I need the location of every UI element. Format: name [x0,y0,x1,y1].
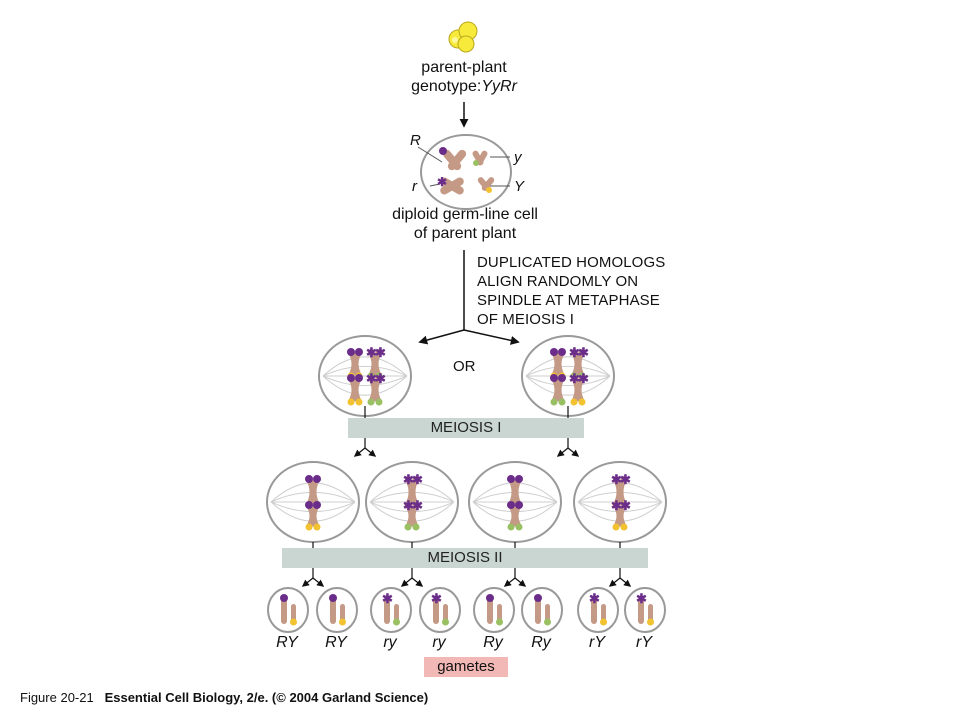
allele-label-y: y [514,149,522,166]
daughter-cell: ✱✱✱✱ [365,461,459,543]
pea-icon [448,21,478,53]
svg-text:✱: ✱ [412,498,423,513]
meiosis-ii-bar: MEIOSIS II [282,548,648,568]
svg-text:✱: ✱ [437,175,447,189]
gamete-genotype-5: Ry [483,634,503,651]
chromosome-icon: ✱✱ [611,498,631,531]
gamete-cell [473,587,515,633]
daughter-cell: ✱✱✱✱ [573,461,667,543]
parent-plant-label: parent-plant genotype:YyRr [374,58,554,96]
chromosome-icon [305,501,321,531]
chromosome-icon [550,374,566,406]
germ-line-cell: ✱ [417,134,512,210]
gamete-cell: ✱ [577,587,619,633]
genotype-value: YyRr [481,78,517,95]
chromosome-icon: ✱✱ [366,371,386,406]
figure-caption: Figure 20-21 Essential Cell Biology, 2/e… [20,690,428,705]
svg-text:✱: ✱ [589,591,600,606]
gamete-genotype-4: ry [432,634,446,651]
figure-title: Essential Cell Biology, 2/e. (© 2004 Gar… [104,690,429,705]
svg-text:✱: ✱ [620,498,631,513]
alignment-line-3: SPINDLE AT METAPHASE [477,292,660,309]
svg-text:✱: ✱ [375,371,386,386]
svg-text:✱: ✱ [636,591,647,606]
daughter-cell [468,461,562,543]
svg-text:✱: ✱ [375,345,386,360]
gametes-label: gametes [424,657,508,677]
gamete-genotype-1: RY [276,634,298,651]
gamete-cell [521,587,563,633]
gamete-genotype-7: rY [589,634,605,651]
gamete-cell: ✱ [419,587,461,633]
metaphase-cell: ✱✱✱✱ [521,335,615,417]
chromosome-icon [507,501,523,531]
svg-text:✱: ✱ [366,371,377,386]
svg-text:✱: ✱ [611,472,622,487]
svg-text:✱: ✱ [578,371,589,386]
svg-text:✱: ✱ [569,371,580,386]
svg-text:✱: ✱ [569,345,580,360]
parent-plant-line1: parent-plant [421,59,507,76]
svg-text:✱: ✱ [403,498,414,513]
or-label: OR [453,358,476,375]
svg-text:✱: ✱ [611,498,622,513]
svg-text:✱: ✱ [431,591,442,606]
svg-text:✱: ✱ [578,345,589,360]
gamete-cell: ✱ [624,587,666,633]
alignment-line-2: ALIGN RANDOMLY ON [477,273,639,290]
allele-label-r: r [412,178,417,195]
chromosome-icon: ✱✱ [403,498,423,531]
chromosome-icon [550,348,566,380]
gamete-genotype-2: RY [325,634,347,651]
germ-cell-label-line1: diploid germ-line cell [392,206,538,223]
gamete-genotype-8: rY [636,634,652,651]
alignment-line-1: DUPLICATED HOMOLOGS [477,254,666,271]
allele-label-R: R [410,132,421,149]
daughter-cell [266,461,360,543]
meiosis-i-bar: MEIOSIS I [348,418,584,438]
gamete-cell [316,587,358,633]
metaphase-cell: ✱✱✱✱ [318,335,412,417]
figure-number: Figure 20-21 [20,690,94,705]
svg-text:✱: ✱ [366,345,377,360]
gamete-cell [267,587,309,633]
gamete-genotype-6: Ry [531,634,551,651]
allele-label-Y: Y [514,178,525,195]
gamete-cell: ✱ [370,587,412,633]
gamete-genotype-3: ry [383,634,397,651]
svg-text:✱: ✱ [412,472,423,487]
germ-cell-label: diploid germ-line cell of parent plant [360,205,570,243]
svg-text:✱: ✱ [403,472,414,487]
svg-text:✱: ✱ [620,472,631,487]
chromosome-icon: ✱✱ [569,371,589,406]
alignment-step-label: DUPLICATED HOMOLOGS ALIGN RANDOMLY ON SP… [477,253,665,329]
chromosome-icon [347,374,363,406]
alignment-line-4: OF MEIOSIS I [477,311,575,328]
genotype-prefix: genotype: [411,78,482,95]
svg-text:✱: ✱ [382,591,393,606]
germ-cell-label-line2: of parent plant [413,225,517,242]
parent-genotype-line: genotype:YyRr [374,77,554,96]
